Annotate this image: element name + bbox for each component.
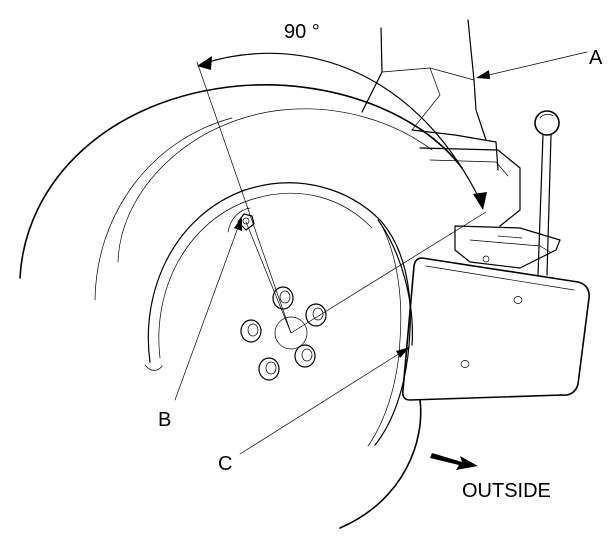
tire-outer-edge: [19, 84, 463, 279]
gauge-plate-outline: [401, 257, 590, 401]
base-plate-edge: [469, 239, 551, 253]
lug-nut-2: [305, 303, 327, 327]
post-right-edge: [467, 19, 487, 141]
rotation-arc-arrowhead-end: [473, 192, 487, 210]
tire-shoulder-line: [117, 108, 433, 263]
leader-arrow-c: [396, 347, 410, 358]
callout-label-b: B: [158, 409, 171, 431]
reference-line-valve: [245, 221, 292, 334]
reference-lines: [196, 61, 487, 334]
angle-label: 90 °: [284, 21, 320, 43]
outside-arrow-icon: [430, 453, 478, 470]
rim-inner: [158, 192, 373, 359]
valve-stem: [227, 207, 255, 233]
rim-lip: [367, 225, 402, 447]
outside-arrow: [430, 453, 478, 470]
valve-stem-arc: [227, 207, 251, 233]
leader-arrow-b: [234, 217, 242, 231]
callout-label-c: C: [218, 453, 232, 475]
reference-line-vertical: [196, 61, 292, 334]
leader-arrow-a: [476, 70, 490, 79]
post-fold: [429, 67, 475, 81]
base-plate: [454, 225, 561, 269]
tool-a-bracket: [361, 19, 561, 269]
leader-lines: [174, 51, 588, 455]
gauge-plate-hole-upper: [513, 296, 523, 304]
gauge-plate-hole-lower: [460, 360, 470, 368]
base-plate-hole: [482, 255, 490, 263]
rim-outer: [147, 182, 411, 446]
direction-label: OUTSIDE: [462, 480, 551, 502]
leader-line-b: [174, 221, 241, 401]
bracket-box: [419, 147, 521, 227]
gauge-plate: [401, 257, 590, 401]
wheel-rim: [144, 182, 411, 447]
gauge-plate-bevel: [425, 265, 575, 291]
rim-flange: [144, 364, 163, 371]
post-left-edge: [361, 27, 383, 113]
leader-line-a: [479, 51, 588, 78]
post-inner-edge: [381, 67, 441, 131]
base-plate-slot: [497, 235, 523, 239]
bracket-inner: [429, 159, 509, 177]
tire-lower-edge: [339, 399, 422, 529]
rotation-arc: [197, 52, 487, 210]
callout-label-a: A: [589, 47, 603, 69]
lug-nut-3: [240, 319, 262, 343]
bracket-top: [411, 129, 499, 171]
tire: [19, 84, 463, 529]
handle-rod-right: [546, 134, 552, 276]
rotation-arc-arrowhead-start: [197, 56, 212, 70]
leader-line-c: [239, 349, 406, 455]
valve-stem-cap: [242, 217, 250, 225]
tool-handle: [534, 110, 560, 276]
valve-stem-body: [237, 213, 255, 231]
handle-knob-highlight: [539, 113, 554, 119]
tire-tread-line: [94, 117, 233, 301]
reference-line-horizontal: [290, 211, 487, 334]
hub-center: [274, 316, 308, 350]
handle-knob: [534, 110, 560, 136]
rotation-arc-path: [201, 52, 481, 201]
lug-nut-5: [258, 357, 280, 381]
wheel-hub: [240, 286, 327, 381]
handle-rod-left: [537, 134, 544, 276]
lug-nut-4: [294, 344, 316, 368]
tire-sidewall-right: [377, 219, 413, 346]
